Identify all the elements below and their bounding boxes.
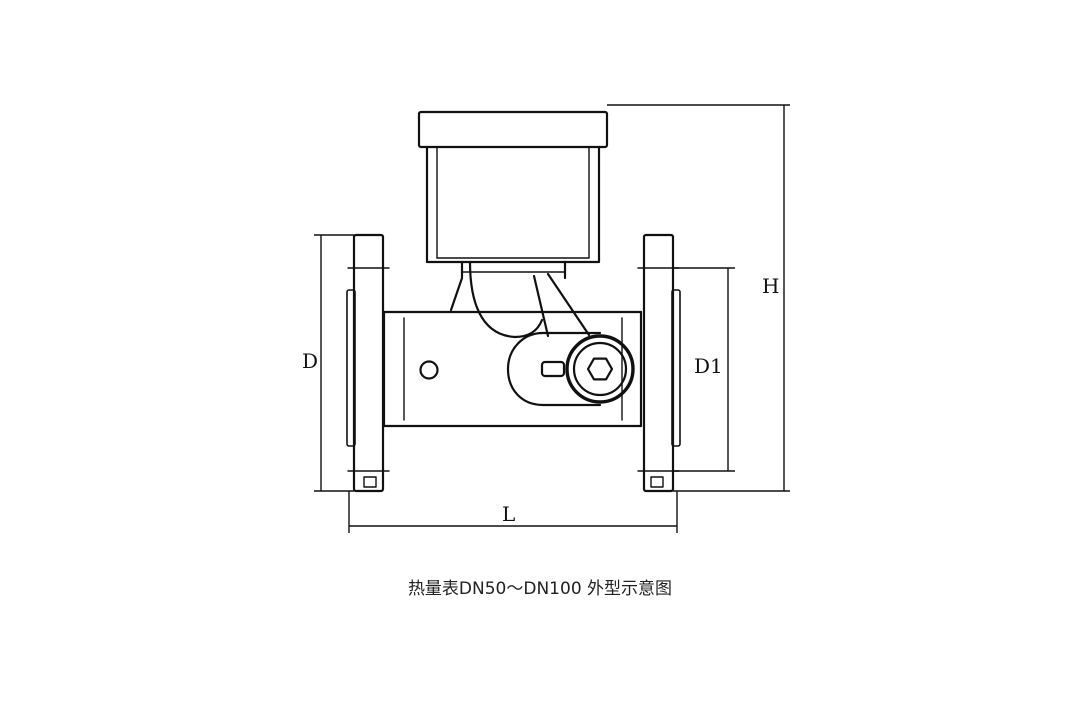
dimension-d1	[673, 267, 735, 472]
dimension-d	[314, 234, 354, 492]
dimension-l	[348, 491, 678, 533]
label-d1: D1	[694, 354, 723, 378]
hex-nut-icon	[586, 357, 614, 381]
label-d: D	[302, 349, 318, 373]
sensor-housing	[506, 331, 635, 407]
pipe-body	[382, 310, 643, 428]
port-circle	[419, 360, 439, 380]
label-h: H	[762, 274, 779, 298]
dimension-h	[607, 104, 790, 492]
right-flange	[637, 233, 681, 493]
transducer-arm	[532, 272, 591, 338]
left-flange	[346, 233, 390, 493]
display-head	[417, 110, 609, 264]
meter-neck	[449, 260, 567, 339]
figure-caption: 热量表DN50～DN100 外型示意图	[407, 579, 673, 599]
label-l: L	[502, 502, 515, 526]
